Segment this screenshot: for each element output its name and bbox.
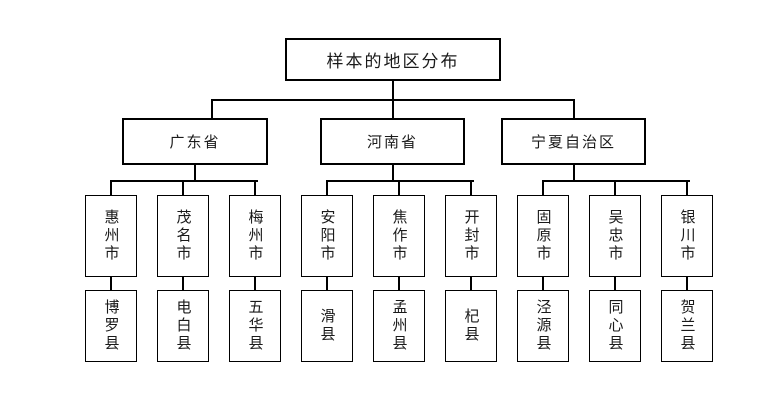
county-node-boluo: 博罗县 (85, 290, 137, 362)
connector-drop-city-5 (398, 180, 400, 196)
province-node-guangdong: 广东省 (122, 118, 268, 165)
connector-henan-city-bus (326, 180, 474, 182)
city-node-wuzhong: 吴忠市 (589, 195, 641, 277)
connector-drop-city-7 (542, 180, 544, 196)
county-node-baidian: 电白县 (157, 290, 209, 362)
connector-drop-city-9 (686, 180, 688, 196)
connector-ningxia-stem (573, 165, 575, 182)
connector-ningxia-city-bus (542, 180, 690, 182)
connector-drop-city-3 (254, 180, 256, 196)
connector-city-county-3 (254, 277, 256, 290)
county-node-wuhua: 五华县 (229, 290, 281, 362)
county-node-qixian: 杞县 (445, 290, 497, 362)
connector-guangdong-city-bus (110, 180, 258, 182)
connector-drop-province-1 (211, 99, 213, 119)
city-node-kaifeng: 开封市 (445, 195, 497, 277)
connector-root-stem (392, 81, 394, 101)
connector-city-county-2 (182, 277, 184, 290)
root-node-sample-distribution: 样本的地区分布 (285, 38, 501, 81)
city-node-huizhou: 惠州市 (85, 195, 137, 277)
county-node-huaxian: 滑县 (301, 290, 353, 362)
connector-drop-city-2 (182, 180, 184, 196)
connector-guangdong-stem (194, 165, 196, 182)
city-node-meizhou: 梅州市 (229, 195, 281, 277)
connector-drop-city-4 (326, 180, 328, 196)
county-node-helan: 贺兰县 (661, 290, 713, 362)
city-node-anyang: 安阳市 (301, 195, 353, 277)
connector-drop-city-6 (470, 180, 472, 196)
province-node-henan: 河南省 (320, 118, 465, 165)
county-node-jingyuan: 泾源县 (517, 290, 569, 362)
connector-city-county-9 (686, 277, 688, 290)
connector-city-county-6 (470, 277, 472, 290)
connector-city-county-8 (614, 277, 616, 290)
province-node-ningxia: 宁夏自治区 (501, 118, 646, 165)
connector-city-county-7 (542, 277, 544, 290)
city-node-yinchuan: 银川市 (661, 195, 713, 277)
city-node-maoming: 茂名市 (157, 195, 209, 277)
connector-drop-province-3 (573, 99, 575, 119)
county-node-mengzhou: 孟州县 (373, 290, 425, 362)
connector-drop-city-8 (614, 180, 616, 196)
connector-drop-province-2 (392, 99, 394, 119)
connector-city-county-1 (110, 277, 112, 290)
connector-drop-city-1 (110, 180, 112, 196)
city-node-guyuan: 固原市 (517, 195, 569, 277)
city-node-jiaozuo: 焦作市 (373, 195, 425, 277)
connector-city-county-4 (326, 277, 328, 290)
county-node-tongxin: 同心县 (589, 290, 641, 362)
connector-henan-stem (392, 165, 394, 182)
connector-city-county-5 (398, 277, 400, 290)
